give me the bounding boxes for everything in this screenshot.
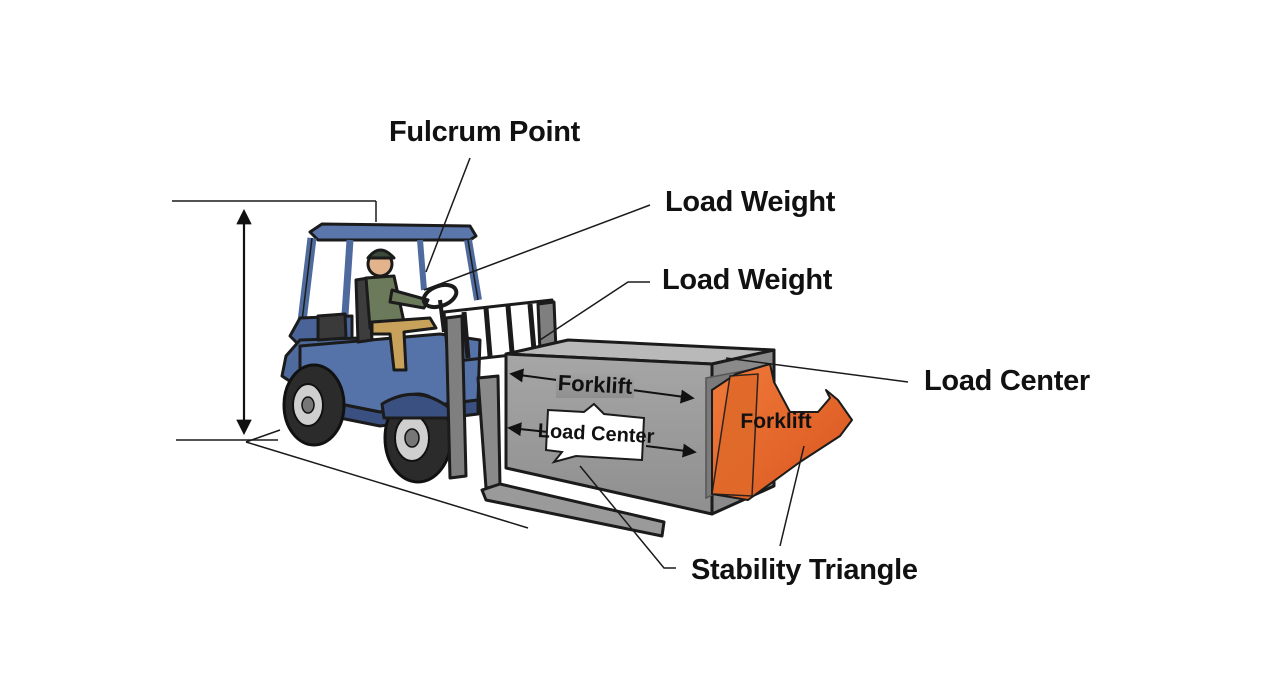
stability-leader-box	[579, 465, 676, 569]
box-load-center-callout: Load Center	[537, 402, 655, 464]
mast-rail-left	[444, 314, 468, 480]
stability-triangle-shape: Forklift	[711, 363, 853, 501]
steering-wheel	[421, 282, 459, 310]
triangle-forklift-label: Forklift	[740, 410, 811, 433]
load-weight-label-top: Load Weight	[665, 186, 836, 218]
fork-blade	[480, 482, 666, 538]
ground-line-front	[245, 441, 529, 529]
center-arrow-right	[645, 443, 697, 458]
operator-pants	[370, 316, 438, 372]
forklift	[280, 222, 666, 538]
operator	[364, 248, 438, 372]
load-center-leader	[725, 357, 909, 383]
seat-back	[316, 312, 348, 342]
ground-line-rear	[245, 429, 281, 443]
rear-wheel	[282, 363, 346, 447]
mast	[442, 298, 558, 480]
load-center-label: Load Center	[924, 365, 1090, 397]
dimension-lines	[172, 200, 529, 529]
overhead-guard	[295, 222, 482, 339]
load-weight-top-leader	[423, 204, 651, 291]
operator-arm	[388, 288, 430, 310]
fulcrum-point-label: Fulcrum Point	[389, 116, 581, 148]
stability-triangle-label: Stability Triangle	[691, 554, 918, 586]
fulcrum-leader	[425, 157, 471, 273]
center-arrow-left	[507, 422, 549, 437]
fork-upright	[476, 374, 502, 490]
leader-lines	[423, 157, 909, 569]
stability-leader-triangle	[779, 445, 805, 547]
load-weight-mid-leader	[539, 281, 650, 341]
box-forklift-label: Forklift	[557, 370, 633, 399]
operator-cap	[366, 248, 396, 260]
load-weight-label-mid: Load Weight	[662, 264, 833, 296]
forks	[476, 374, 666, 538]
